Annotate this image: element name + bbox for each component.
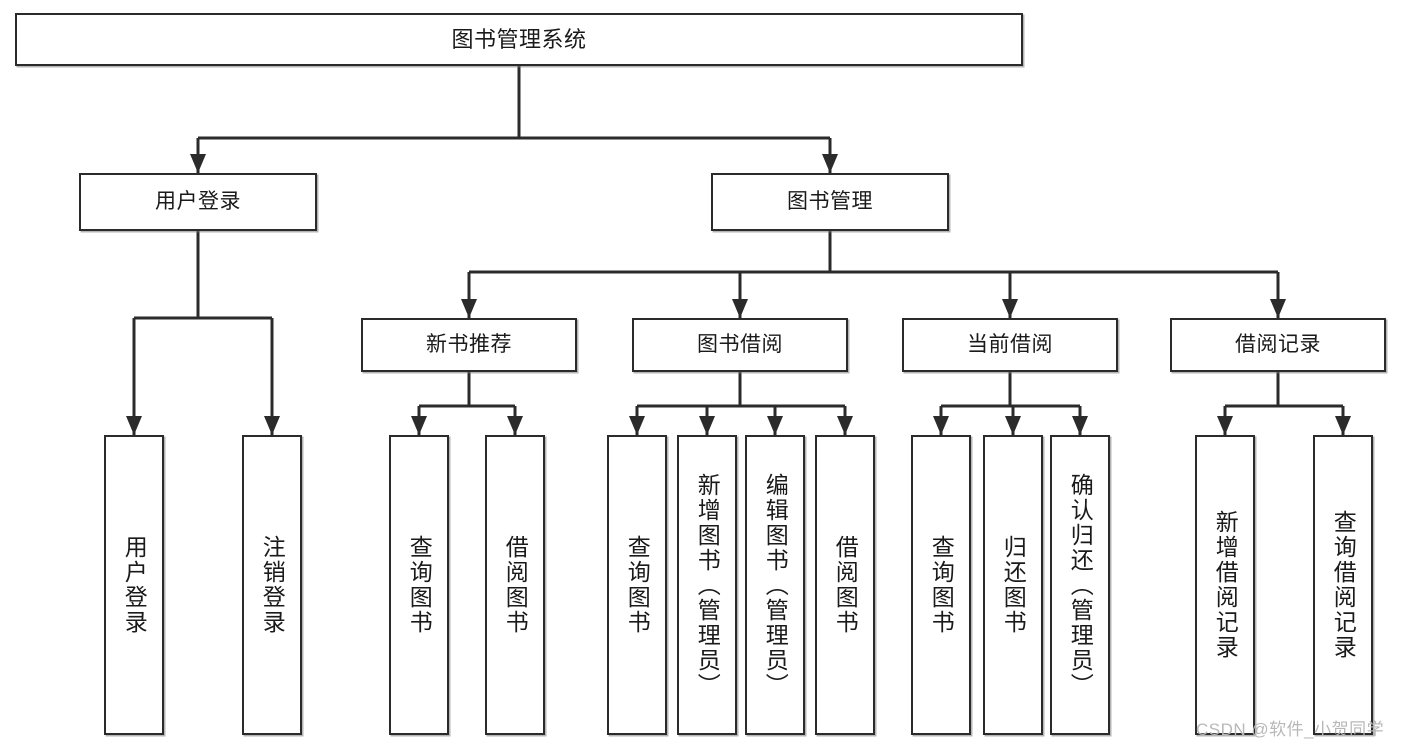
connector-arrowhead <box>732 299 748 318</box>
diagram-node-leaf-c1[interactable]: 查询图书 <box>607 435 667 735</box>
diagram-node-leaf-e1[interactable]: 新增借阅记录 <box>1195 435 1255 735</box>
connector-arrowhead <box>629 416 645 435</box>
diagram-node-leaf-a2[interactable]: 注销登录 <box>242 435 302 735</box>
connector-arrowhead <box>1002 299 1018 318</box>
connector-arrowhead <box>699 416 715 435</box>
node-label: 新增图书（管理员） <box>694 472 721 698</box>
node-label: 用户登录 <box>121 535 148 635</box>
diagram-node-l3a[interactable]: 新书推荐 <box>361 318 577 372</box>
diagram-node-l3d[interactable]: 借阅记录 <box>1170 318 1386 372</box>
diagram-node-leaf-b2[interactable]: 借阅图书 <box>485 435 545 735</box>
connector-arrowhead <box>126 416 142 435</box>
diagram-node-leaf-c4[interactable]: 借阅图书 <box>815 435 875 735</box>
node-label: 借阅记录 <box>1235 332 1321 356</box>
node-label: 当前借阅 <box>967 332 1053 356</box>
node-label: 用户登录 <box>155 189 241 213</box>
node-label: 查询借阅记录 <box>1330 510 1357 660</box>
diagram-node-l3b[interactable]: 图书借阅 <box>632 318 848 372</box>
connector-arrowhead <box>837 416 853 435</box>
node-label: 编辑图书（管理员） <box>762 472 789 698</box>
diagram-node-leaf-c2[interactable]: 新增图书（管理员） <box>677 435 737 735</box>
connector-arrowhead <box>1005 416 1021 435</box>
diagram-node-leaf-d2[interactable]: 归还图书 <box>983 435 1043 735</box>
diagram-node-l2b[interactable]: 图书管理 <box>711 173 949 231</box>
diagram-node-root[interactable]: 图书管理系统 <box>15 13 1023 66</box>
csdn-watermark: CSDN @软件_小贺同学 <box>1196 720 1385 739</box>
diagram-node-l2a[interactable]: 用户登录 <box>79 173 317 231</box>
node-label: 图书借阅 <box>697 332 783 356</box>
diagram-node-l3c[interactable]: 当前借阅 <box>902 318 1118 372</box>
node-label: 借阅图书 <box>502 535 529 635</box>
node-label: 图书管理系统 <box>451 26 587 52</box>
connector-arrowhead <box>1335 416 1351 435</box>
diagram-node-leaf-c3[interactable]: 编辑图书（管理员） <box>745 435 805 735</box>
connector-arrowhead <box>461 299 477 318</box>
node-label: 确认归还（管理员） <box>1067 472 1094 698</box>
node-label: 查询图书 <box>406 535 433 635</box>
diagram-node-leaf-b1[interactable]: 查询图书 <box>389 435 449 735</box>
diagram-node-leaf-d3[interactable]: 确认归还（管理员） <box>1050 435 1110 735</box>
node-label: 归还图书 <box>1000 535 1027 635</box>
connector-arrowhead <box>411 416 427 435</box>
node-label: 新增借阅记录 <box>1212 510 1239 660</box>
connector-arrowhead <box>822 154 838 173</box>
diagram-node-leaf-d1[interactable]: 查询图书 <box>911 435 971 735</box>
connector-arrowhead <box>933 416 949 435</box>
connector-arrowhead <box>1270 299 1286 318</box>
node-label: 注销登录 <box>259 535 286 635</box>
connector-arrowhead <box>1217 416 1233 435</box>
node-label: 借阅图书 <box>832 535 859 635</box>
node-label: 图书管理 <box>787 189 873 213</box>
connector-arrowhead <box>1072 416 1088 435</box>
connector-arrowhead <box>264 416 280 435</box>
connector-arrowhead <box>767 416 783 435</box>
connector-arrowhead <box>190 154 206 173</box>
node-label: 新书推荐 <box>426 332 512 356</box>
node-label: 查询图书 <box>928 535 955 635</box>
diagram-node-leaf-e2[interactable]: 查询借阅记录 <box>1313 435 1373 735</box>
diagram-node-leaf-a1[interactable]: 用户登录 <box>104 435 164 735</box>
node-label: 查询图书 <box>624 535 651 635</box>
connector-arrowhead <box>507 416 523 435</box>
